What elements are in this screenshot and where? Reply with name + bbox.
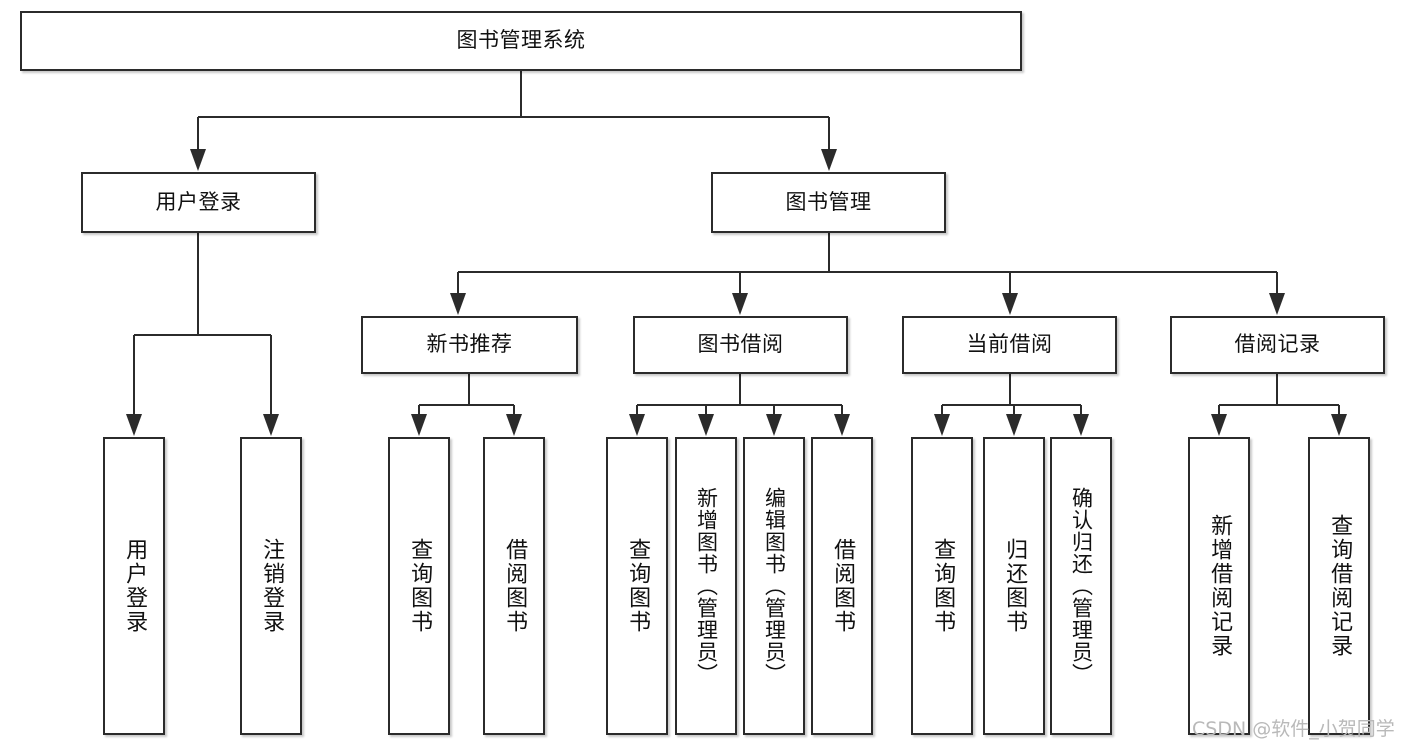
node-label: 用户登录 bbox=[155, 189, 242, 214]
node-label: 查询图书 bbox=[625, 538, 651, 634]
node-label: 借阅记录 bbox=[1234, 332, 1321, 357]
node-label: 查询借阅记录 bbox=[1327, 514, 1353, 658]
edge-user-login-arrowhead-1 bbox=[263, 414, 279, 436]
node-leaf-edit-book[interactable]: 编辑图书（管理员） bbox=[743, 437, 805, 735]
edge-user-login-arrowhead-0 bbox=[126, 414, 142, 436]
node-label: 确认归还（管理员） bbox=[1069, 487, 1094, 685]
node-new-book-rec[interactable]: 新书推荐 bbox=[361, 316, 578, 374]
edge-current-borrow-arrowhead-2 bbox=[1073, 414, 1089, 436]
csdn-watermark: CSDN @软件_小贺同学 bbox=[1192, 718, 1395, 740]
node-leaf-borrow-1[interactable]: 借阅图书 bbox=[483, 437, 545, 735]
node-leaf-logout[interactable]: 注销登录 bbox=[240, 437, 302, 735]
edge-borrow-record-arrowhead-0 bbox=[1211, 414, 1227, 436]
node-label: 借阅图书 bbox=[830, 538, 856, 634]
node-current-borrow[interactable]: 当前借阅 bbox=[902, 316, 1117, 374]
edge-book-manage-arrowhead-0 bbox=[450, 293, 466, 315]
edge-book-borrow-arrowhead-0 bbox=[629, 414, 645, 436]
node-label: 归还图书 bbox=[1002, 538, 1028, 634]
edge-root-arrowhead-1 bbox=[821, 149, 837, 171]
node-label: 查询图书 bbox=[407, 538, 433, 634]
node-leaf-query-3[interactable]: 查询图书 bbox=[911, 437, 973, 735]
node-label: 注销登录 bbox=[259, 538, 285, 634]
node-leaf-borrow-2[interactable]: 借阅图书 bbox=[811, 437, 873, 735]
edge-borrow-record-arrowhead-1 bbox=[1331, 414, 1347, 436]
node-label: 编辑图书（管理员） bbox=[762, 487, 787, 685]
node-borrow-record[interactable]: 借阅记录 bbox=[1170, 316, 1385, 374]
node-leaf-confirm[interactable]: 确认归还（管理员） bbox=[1050, 437, 1112, 735]
edge-book-borrow-arrowhead-3 bbox=[834, 414, 850, 436]
node-leaf-query-rec[interactable]: 查询借阅记录 bbox=[1308, 437, 1370, 735]
node-label: 用户登录 bbox=[122, 538, 148, 634]
edge-new-book-rec-arrowhead-0 bbox=[411, 414, 427, 436]
edge-new-book-rec-arrowhead-1 bbox=[506, 414, 522, 436]
edge-book-manage-arrowhead-2 bbox=[1002, 293, 1018, 315]
node-book-borrow[interactable]: 图书借阅 bbox=[633, 316, 848, 374]
node-label: 新增图书（管理员） bbox=[694, 487, 719, 685]
node-user-login[interactable]: 用户登录 bbox=[81, 172, 316, 233]
node-book-manage[interactable]: 图书管理 bbox=[711, 172, 946, 233]
edge-root-arrowhead-0 bbox=[190, 149, 206, 171]
node-label: 图书借阅 bbox=[697, 332, 784, 357]
edge-book-borrow-arrowhead-2 bbox=[766, 414, 782, 436]
node-label: 新增借阅记录 bbox=[1207, 514, 1233, 658]
node-label: 新书推荐 bbox=[426, 332, 513, 357]
edge-book-manage-arrowhead-3 bbox=[1269, 293, 1285, 315]
node-root[interactable]: 图书管理系统 bbox=[20, 11, 1022, 71]
node-label: 图书管理 bbox=[785, 189, 872, 214]
node-leaf-query-1[interactable]: 查询图书 bbox=[388, 437, 450, 735]
node-leaf-return[interactable]: 归还图书 bbox=[983, 437, 1045, 735]
edge-current-borrow-arrowhead-0 bbox=[934, 414, 950, 436]
node-leaf-query-2[interactable]: 查询图书 bbox=[606, 437, 668, 735]
node-label: 当前借阅 bbox=[966, 332, 1053, 357]
node-leaf-add-book[interactable]: 新增图书（管理员） bbox=[675, 437, 737, 735]
node-label: 借阅图书 bbox=[502, 538, 528, 634]
edge-book-manage-arrowhead-1 bbox=[732, 293, 748, 315]
node-label: 图书管理系统 bbox=[456, 28, 586, 53]
edge-current-borrow-arrowhead-1 bbox=[1006, 414, 1022, 436]
node-leaf-add-rec[interactable]: 新增借阅记录 bbox=[1188, 437, 1250, 735]
node-leaf-user-login[interactable]: 用户登录 bbox=[103, 437, 165, 735]
edge-book-borrow-arrowhead-1 bbox=[698, 414, 714, 436]
node-label: 查询图书 bbox=[930, 538, 956, 634]
